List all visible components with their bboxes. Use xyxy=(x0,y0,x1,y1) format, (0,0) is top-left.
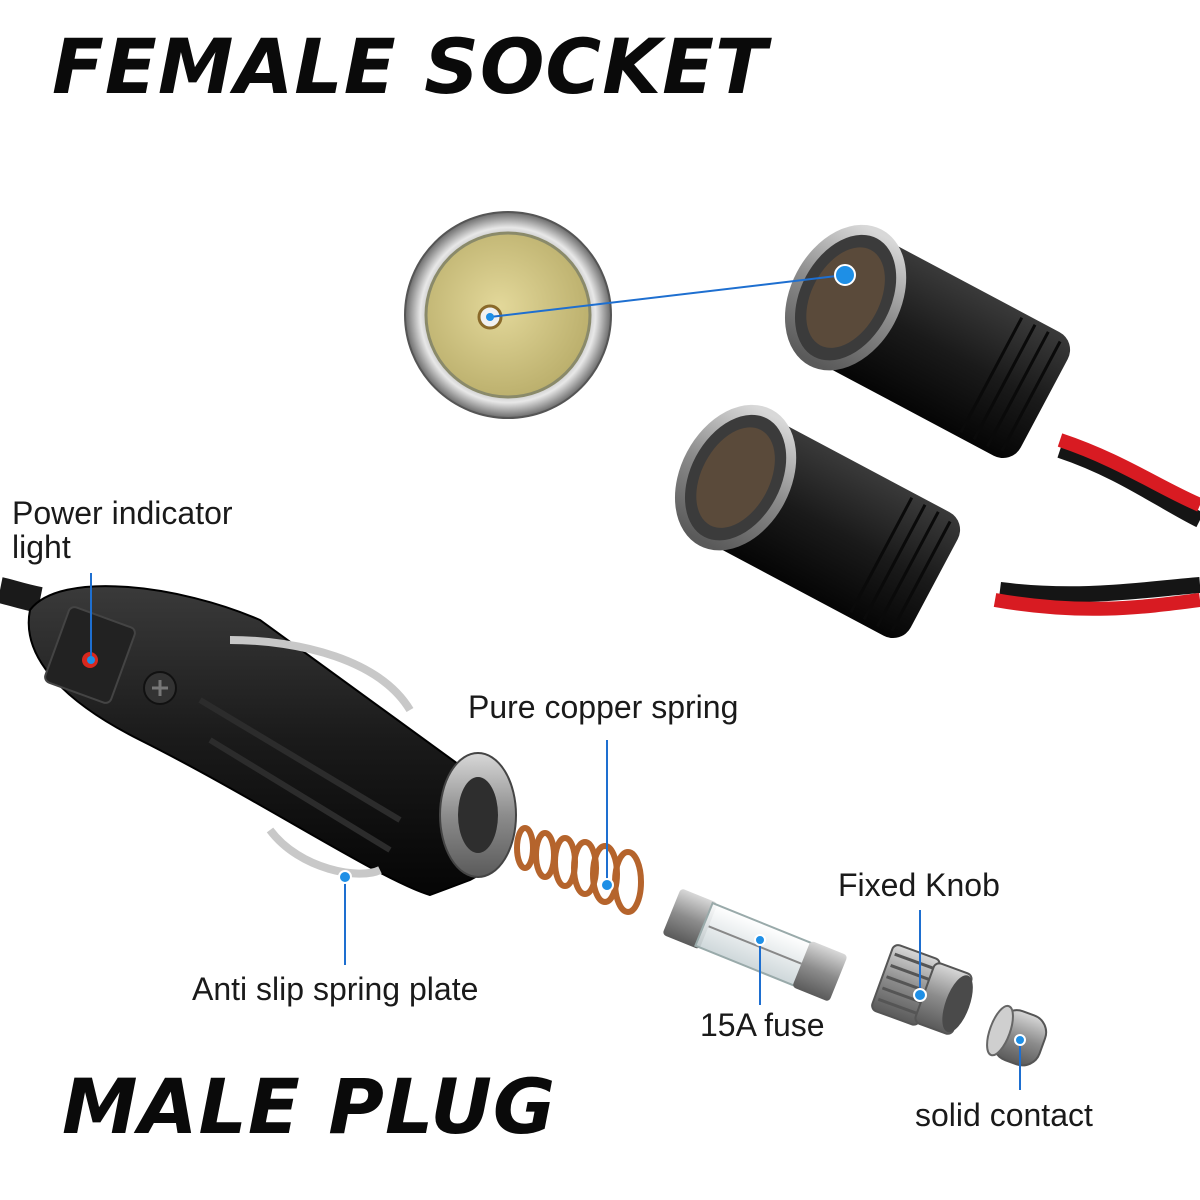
fuse-label: 15A fuse xyxy=(700,1007,825,1043)
socket-upper xyxy=(784,224,1071,459)
callout-fuse xyxy=(754,934,766,1005)
callout-anti-slip xyxy=(338,870,352,965)
plug-cable xyxy=(0,577,43,613)
fixed-knob xyxy=(871,944,973,1035)
male-plug-heading: MALE PLUG xyxy=(62,1062,557,1151)
callout-copper-spring xyxy=(600,740,614,892)
socket-lower xyxy=(674,404,961,639)
power-indicator-label-line2: light xyxy=(12,529,71,565)
anti-slip-label: Anti slip spring plate xyxy=(192,971,479,1007)
fixed-knob-label: Fixed Knob xyxy=(838,867,1000,903)
female-socket-heading: FEMALE SOCKET xyxy=(52,22,768,111)
callout-fixed-knob xyxy=(913,910,927,1002)
callout-power-indicator xyxy=(87,573,95,664)
male-plug xyxy=(27,585,517,897)
callouts-socket xyxy=(486,264,856,321)
cable-wires xyxy=(993,433,1200,616)
copper-spring xyxy=(514,825,644,915)
fuse xyxy=(663,889,847,1001)
power-indicator-label-line1: Power indicator xyxy=(12,495,233,531)
copper-spring-label: Pure copper spring xyxy=(468,689,739,725)
solid-contact-label: solid contact xyxy=(915,1097,1093,1133)
callout-solid-contact xyxy=(1014,1034,1026,1090)
